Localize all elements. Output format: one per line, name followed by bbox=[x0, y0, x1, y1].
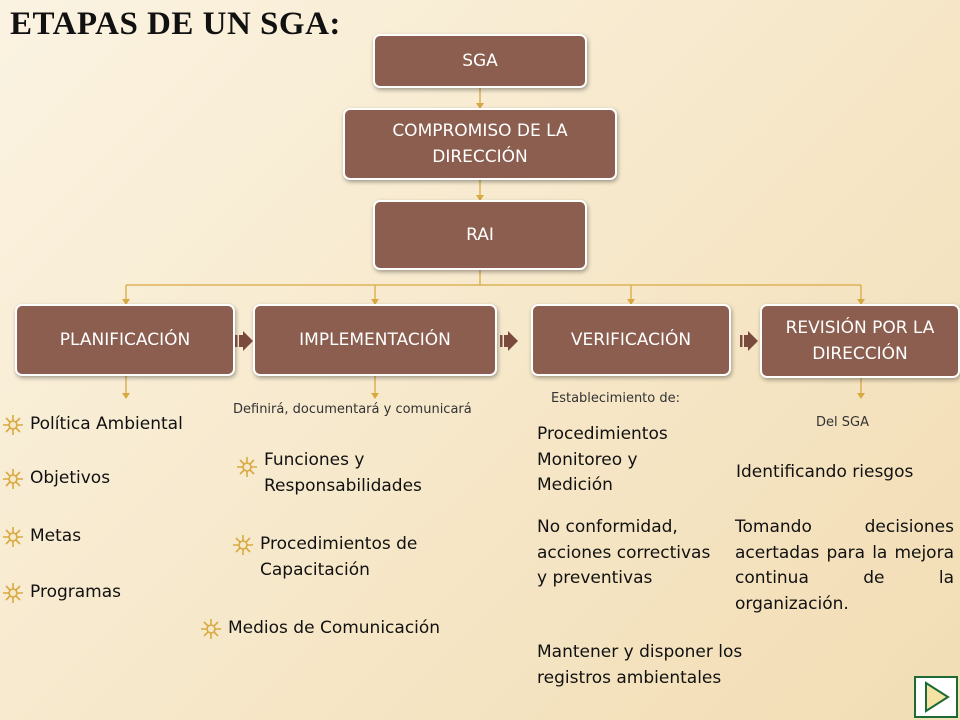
page-title: ETAPAS DE UN SGA: bbox=[10, 6, 341, 42]
list-item: Procedimientos de Capacitación bbox=[232, 532, 485, 583]
note-verificacion: Establecimiento de: bbox=[551, 391, 680, 406]
list-item: Funciones y Responsabilidades bbox=[236, 448, 474, 499]
sun-bullet-icon bbox=[201, 619, 221, 639]
list-item: Tomando decisiones acertadas para la mej… bbox=[735, 517, 954, 614]
list-item: Mantener y disponer los registros ambien… bbox=[537, 642, 743, 688]
list-item: Medios de Comunicación bbox=[200, 616, 440, 642]
sun-bullet-icon bbox=[3, 583, 23, 603]
list-item: No conformidad, acciones correctivas y p… bbox=[537, 517, 711, 588]
box-sga: SGA bbox=[373, 34, 587, 88]
sun-bullet-icon bbox=[233, 535, 253, 555]
list-item: Política Ambiental bbox=[2, 412, 183, 438]
list-item: Programas bbox=[2, 580, 121, 606]
sun-bullet-icon bbox=[3, 469, 23, 489]
list-item: Metas bbox=[2, 524, 81, 550]
box-planificacion: PLANIFICACIÓN bbox=[15, 304, 235, 376]
double-arrow-icon bbox=[500, 331, 518, 351]
box-implementacion: IMPLEMENTACIÓN bbox=[253, 304, 497, 376]
box-rai: RAI bbox=[373, 200, 587, 270]
double-arrow-icon bbox=[235, 331, 253, 351]
sun-bullet-icon bbox=[3, 527, 23, 547]
box-revision: REVISIÓN POR LA DIRECCIÓN bbox=[760, 304, 960, 378]
box-compromiso: COMPROMISO DE LA DIRECCIÓN bbox=[343, 108, 617, 180]
double-arrow-icon bbox=[740, 331, 758, 351]
list-item: Objetivos bbox=[2, 466, 110, 492]
next-slide-button[interactable] bbox=[914, 676, 958, 718]
box-verificacion: VERIFICACIÓN bbox=[531, 304, 731, 376]
list-item: Identificando riesgos bbox=[736, 462, 914, 482]
note-revision: Del SGA bbox=[816, 415, 869, 430]
note-implementacion: Definirá, documentará y comunicará bbox=[233, 402, 472, 417]
list-item: Procedimientos Monitoreo y Medición bbox=[537, 424, 668, 495]
sun-bullet-icon bbox=[3, 415, 23, 435]
play-next-icon bbox=[925, 681, 950, 713]
sun-bullet-icon bbox=[237, 457, 257, 477]
